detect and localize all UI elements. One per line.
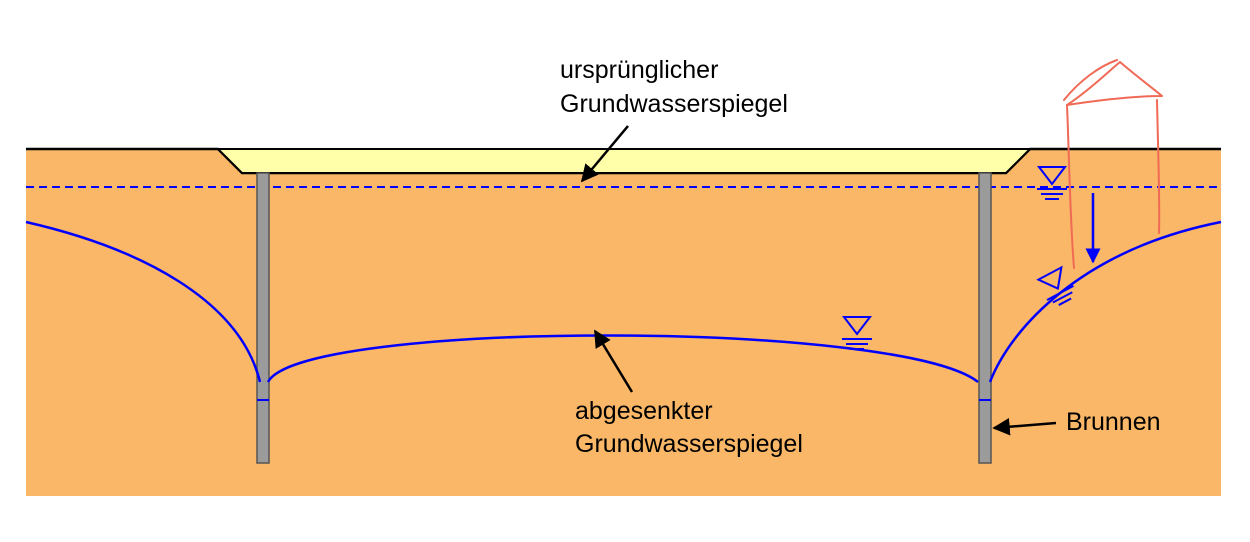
drawdown-curve-left: [25, 220, 262, 383]
well-pipe-left: [256, 172, 270, 464]
arrow-icon: [580, 125, 629, 183]
water-level-symbol: [1036, 166, 1068, 200]
water-level-symbol: [1036, 265, 1074, 306]
house-sketch: [1063, 59, 1163, 269]
soil-body: [26, 149, 1221, 496]
lowered-level-label-line1: abgesenkter: [575, 397, 713, 425]
excavation-pit: [215, 148, 1033, 174]
lowered-level-label-line2: Grundwasserspiegel: [575, 430, 803, 458]
original-level-label-line1: ursprünglicher: [560, 56, 718, 84]
well-pipe-right: [978, 172, 992, 464]
arrow-icon: [992, 418, 1057, 436]
water-level-symbol: [841, 316, 873, 350]
well-label: Brunnen: [1066, 408, 1161, 436]
original-level-label-line2: Grundwasserspiegel: [560, 90, 788, 118]
arrow-icon: [593, 329, 634, 393]
